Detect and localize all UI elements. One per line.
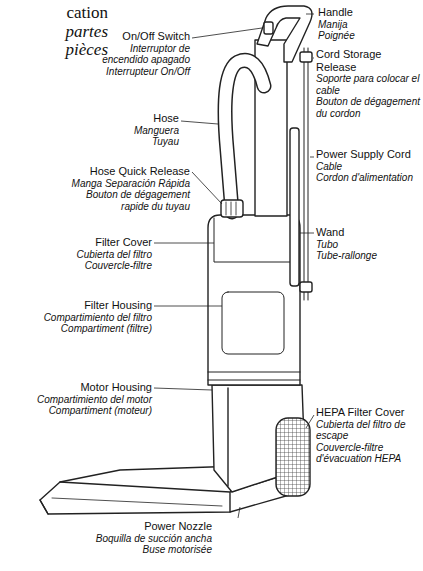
part-name: Power Nozzle (6, 520, 212, 533)
part-name-translation: Cordon d'alimentation (316, 172, 420, 184)
part-name: HEPA Filter Cover (316, 406, 416, 419)
part-name: Hose Quick Release (65, 165, 190, 178)
part-name: Motor Housing (4, 381, 152, 394)
part-label: Hose Quick ReleaseManga Separación Rápid… (65, 165, 190, 212)
part-label: Power NozzleBoquilla de succión anchaBus… (6, 520, 212, 556)
handle (257, 6, 312, 62)
part-label: Motor HousingCompartimiento del motorCom… (4, 381, 152, 417)
part-name-translation: Boquilla de succión ancha (6, 533, 212, 545)
cord-hook (300, 52, 312, 62)
part-label: On/Off SwitchInterruptor de encendido ap… (88, 30, 190, 77)
part-name-translation: Tubo (316, 239, 420, 251)
part-name: On/Off Switch (88, 30, 190, 43)
part-name-translation: Couvercle-filtre d'évacuation HEPA (316, 442, 416, 465)
title-text: cation (8, 4, 108, 23)
part-name-translation: Manga Separación Rápida (65, 178, 190, 190)
part-label: Filter CoverCubierta del filtroCouvercle… (12, 236, 152, 272)
part-name-translation: Compartimiento del motor (4, 394, 152, 406)
part-name: Handle (318, 6, 418, 19)
part-name: Filter Cover (12, 236, 152, 249)
part-label: Power Supply CordCableCordon d'alimentat… (316, 148, 420, 184)
part-name-translation: Compartiment (moteur) (4, 405, 152, 417)
filter-cover (214, 218, 296, 262)
part-name-translation: Manguera (79, 125, 179, 137)
motor-housing-edge (227, 388, 228, 486)
title-fragment: cationpartespièces (8, 4, 108, 60)
part-name: Power Supply Cord (316, 148, 420, 161)
part-name-translation: Bouton de dégagement rapide du tuyau (65, 189, 190, 212)
cord-hook (300, 282, 312, 292)
leader-lines (154, 14, 314, 518)
part-name-translation: Bouton de dégagement du cordon (316, 96, 420, 119)
part-name-translation: Compartiment (filtre) (4, 323, 152, 335)
part-name: Cord Storage Release (316, 48, 420, 73)
nozzle-bumper (52, 498, 222, 506)
power-cord (304, 48, 308, 300)
filter-housing (208, 215, 300, 385)
part-label: Filter HousingCompartimiento del filtroC… (4, 299, 152, 335)
part-label: WandTuboTube-rallonge (316, 226, 420, 262)
hose (225, 60, 264, 212)
part-name: Hose (79, 112, 179, 125)
filter-window (222, 292, 284, 354)
part-name-translation: Interruptor de encendido apagado (88, 43, 190, 66)
part-name-translation: Buse motorisée (6, 544, 212, 556)
hose-quick-release (221, 200, 243, 217)
part-name-translation: Cubierta del filtro (12, 249, 152, 261)
part-name-translation: Cable (316, 161, 420, 173)
part-name: Filter Housing (4, 299, 152, 312)
part-name-translation: Manija (318, 19, 418, 31)
collar-ribs (226, 202, 236, 215)
part-label: HoseMangueraTuyau (79, 112, 179, 148)
part-name-translation: Interrupteur On/Off (88, 66, 190, 78)
title-text: pièces (8, 41, 108, 60)
part-name-translation: Tuyau (79, 136, 179, 148)
part-name-translation: Poignée (318, 30, 418, 42)
hose-outline (225, 60, 264, 212)
part-label: HandleManijaPoignée (318, 6, 418, 42)
part-name-translation: Cubierta del filtro de escape (316, 419, 416, 442)
title-text: partes (8, 23, 108, 42)
housing-band (208, 372, 300, 380)
part-name: Wand (316, 226, 420, 239)
on-off-switch (264, 22, 273, 34)
wand (290, 128, 299, 286)
part-label: Cord Storage ReleaseSoporte para colocar… (316, 48, 420, 119)
part-name-translation: Tube-rallonge (316, 250, 420, 262)
hepa-filter-cover (276, 418, 310, 496)
part-name-translation: Soporte para colocar el cable (316, 73, 420, 96)
part-label: HEPA Filter CoverCubierta del filtro de … (316, 406, 416, 465)
part-name-translation: Compartimiento del filtro (4, 312, 152, 324)
part-name-translation: Couvercle-filtre (12, 260, 152, 272)
